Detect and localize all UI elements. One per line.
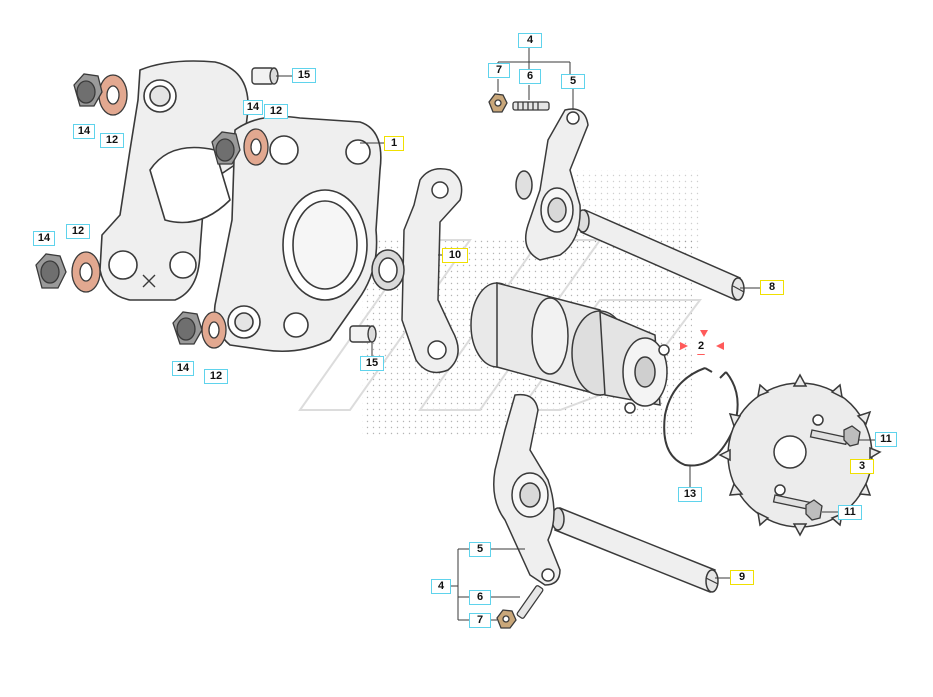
- callout-part-14-b: 14: [243, 100, 263, 115]
- lower-adjuster-screw: [516, 585, 544, 619]
- lower-rocker-arm: [493, 393, 561, 586]
- callout-part-14-a: 14: [73, 124, 95, 139]
- callout-part-6-bottom: 6: [469, 590, 491, 605]
- nut-washer-set-d: [172, 311, 227, 349]
- nut-washer-set-b: [211, 128, 269, 166]
- dowel-pin-top: [251, 67, 279, 85]
- callout-part-1: 1: [384, 136, 404, 151]
- callout-part-7-top: 7: [488, 63, 510, 78]
- callout-part-4-top: 4: [518, 33, 542, 48]
- callout-part-12-d: 12: [204, 369, 228, 384]
- rocker-housing: [99, 60, 382, 353]
- callout-part-8: 8: [760, 280, 784, 295]
- upper-locknut: [488, 93, 508, 113]
- lower-locknut: [496, 609, 517, 629]
- nut-washer-set-c: [35, 251, 101, 293]
- callout-part-9: 9: [730, 570, 754, 585]
- upper-adjuster-screw: [512, 101, 550, 111]
- callout-part-11-lower: 11: [838, 505, 862, 520]
- callout-part-10: 10: [442, 248, 468, 263]
- lower-rocker-shaft: [551, 506, 719, 594]
- guide-plate: [371, 168, 463, 374]
- callout-part-4-bottom: 4: [431, 579, 451, 594]
- callout-part-12-c: 12: [66, 224, 90, 239]
- callout-part-12-a: 12: [100, 133, 124, 148]
- sprocket-bolt-upper: [809, 425, 861, 447]
- callout-part-15-bottom: 15: [360, 356, 384, 371]
- cam-sprocket: [718, 373, 882, 537]
- callout-part-2: 2: [691, 339, 711, 354]
- callout-part-12-b: 12: [264, 104, 288, 119]
- sprocket-bolt-lower: [772, 494, 823, 521]
- leader-lines: [276, 47, 875, 621]
- callout-part-5-bottom: 5: [469, 542, 491, 557]
- circlip: [663, 367, 739, 467]
- camshaft: [470, 282, 670, 414]
- dowel-pin-bottom: [349, 325, 377, 343]
- callout-part-5-top: 5: [561, 74, 585, 89]
- callout-part-3: 3: [850, 459, 874, 474]
- callout-part-7-bottom: 7: [469, 613, 491, 628]
- callout-part-14-c: 14: [33, 231, 55, 246]
- callout-part-11-upper: 11: [875, 432, 897, 447]
- nut-washer-set-a: [73, 73, 128, 116]
- callout-part-6-top: 6: [519, 69, 541, 84]
- callout-part-13: 13: [678, 487, 702, 502]
- upper-rocker-arm: [515, 108, 589, 261]
- callout-part-14-d: 14: [172, 361, 194, 376]
- callout-part-15-top: 15: [292, 68, 316, 83]
